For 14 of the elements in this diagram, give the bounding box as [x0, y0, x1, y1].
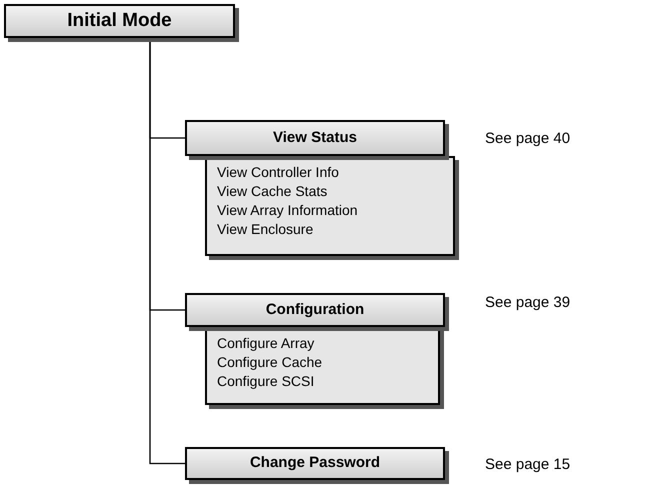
menu-item: View Controller Info	[217, 163, 340, 182]
menu-item: View Cache Stats	[217, 182, 328, 201]
page-reference: See page 40	[485, 129, 570, 149]
menu-item: View Enclosure	[217, 220, 314, 239]
menu-item: Configure SCSI	[217, 372, 316, 391]
page-reference: See page 15	[485, 454, 570, 474]
header-text: Initial Mode	[67, 8, 172, 33]
header-text: View Status	[273, 128, 357, 148]
menu-item: Configure Array	[217, 334, 316, 353]
menu-item: Configure Cache	[217, 353, 324, 372]
header-text: Change Password	[250, 453, 380, 474]
page-reference: See page 39	[485, 293, 570, 313]
menu-item: View Array Information	[217, 201, 359, 220]
header-text: Configuration	[266, 300, 364, 320]
